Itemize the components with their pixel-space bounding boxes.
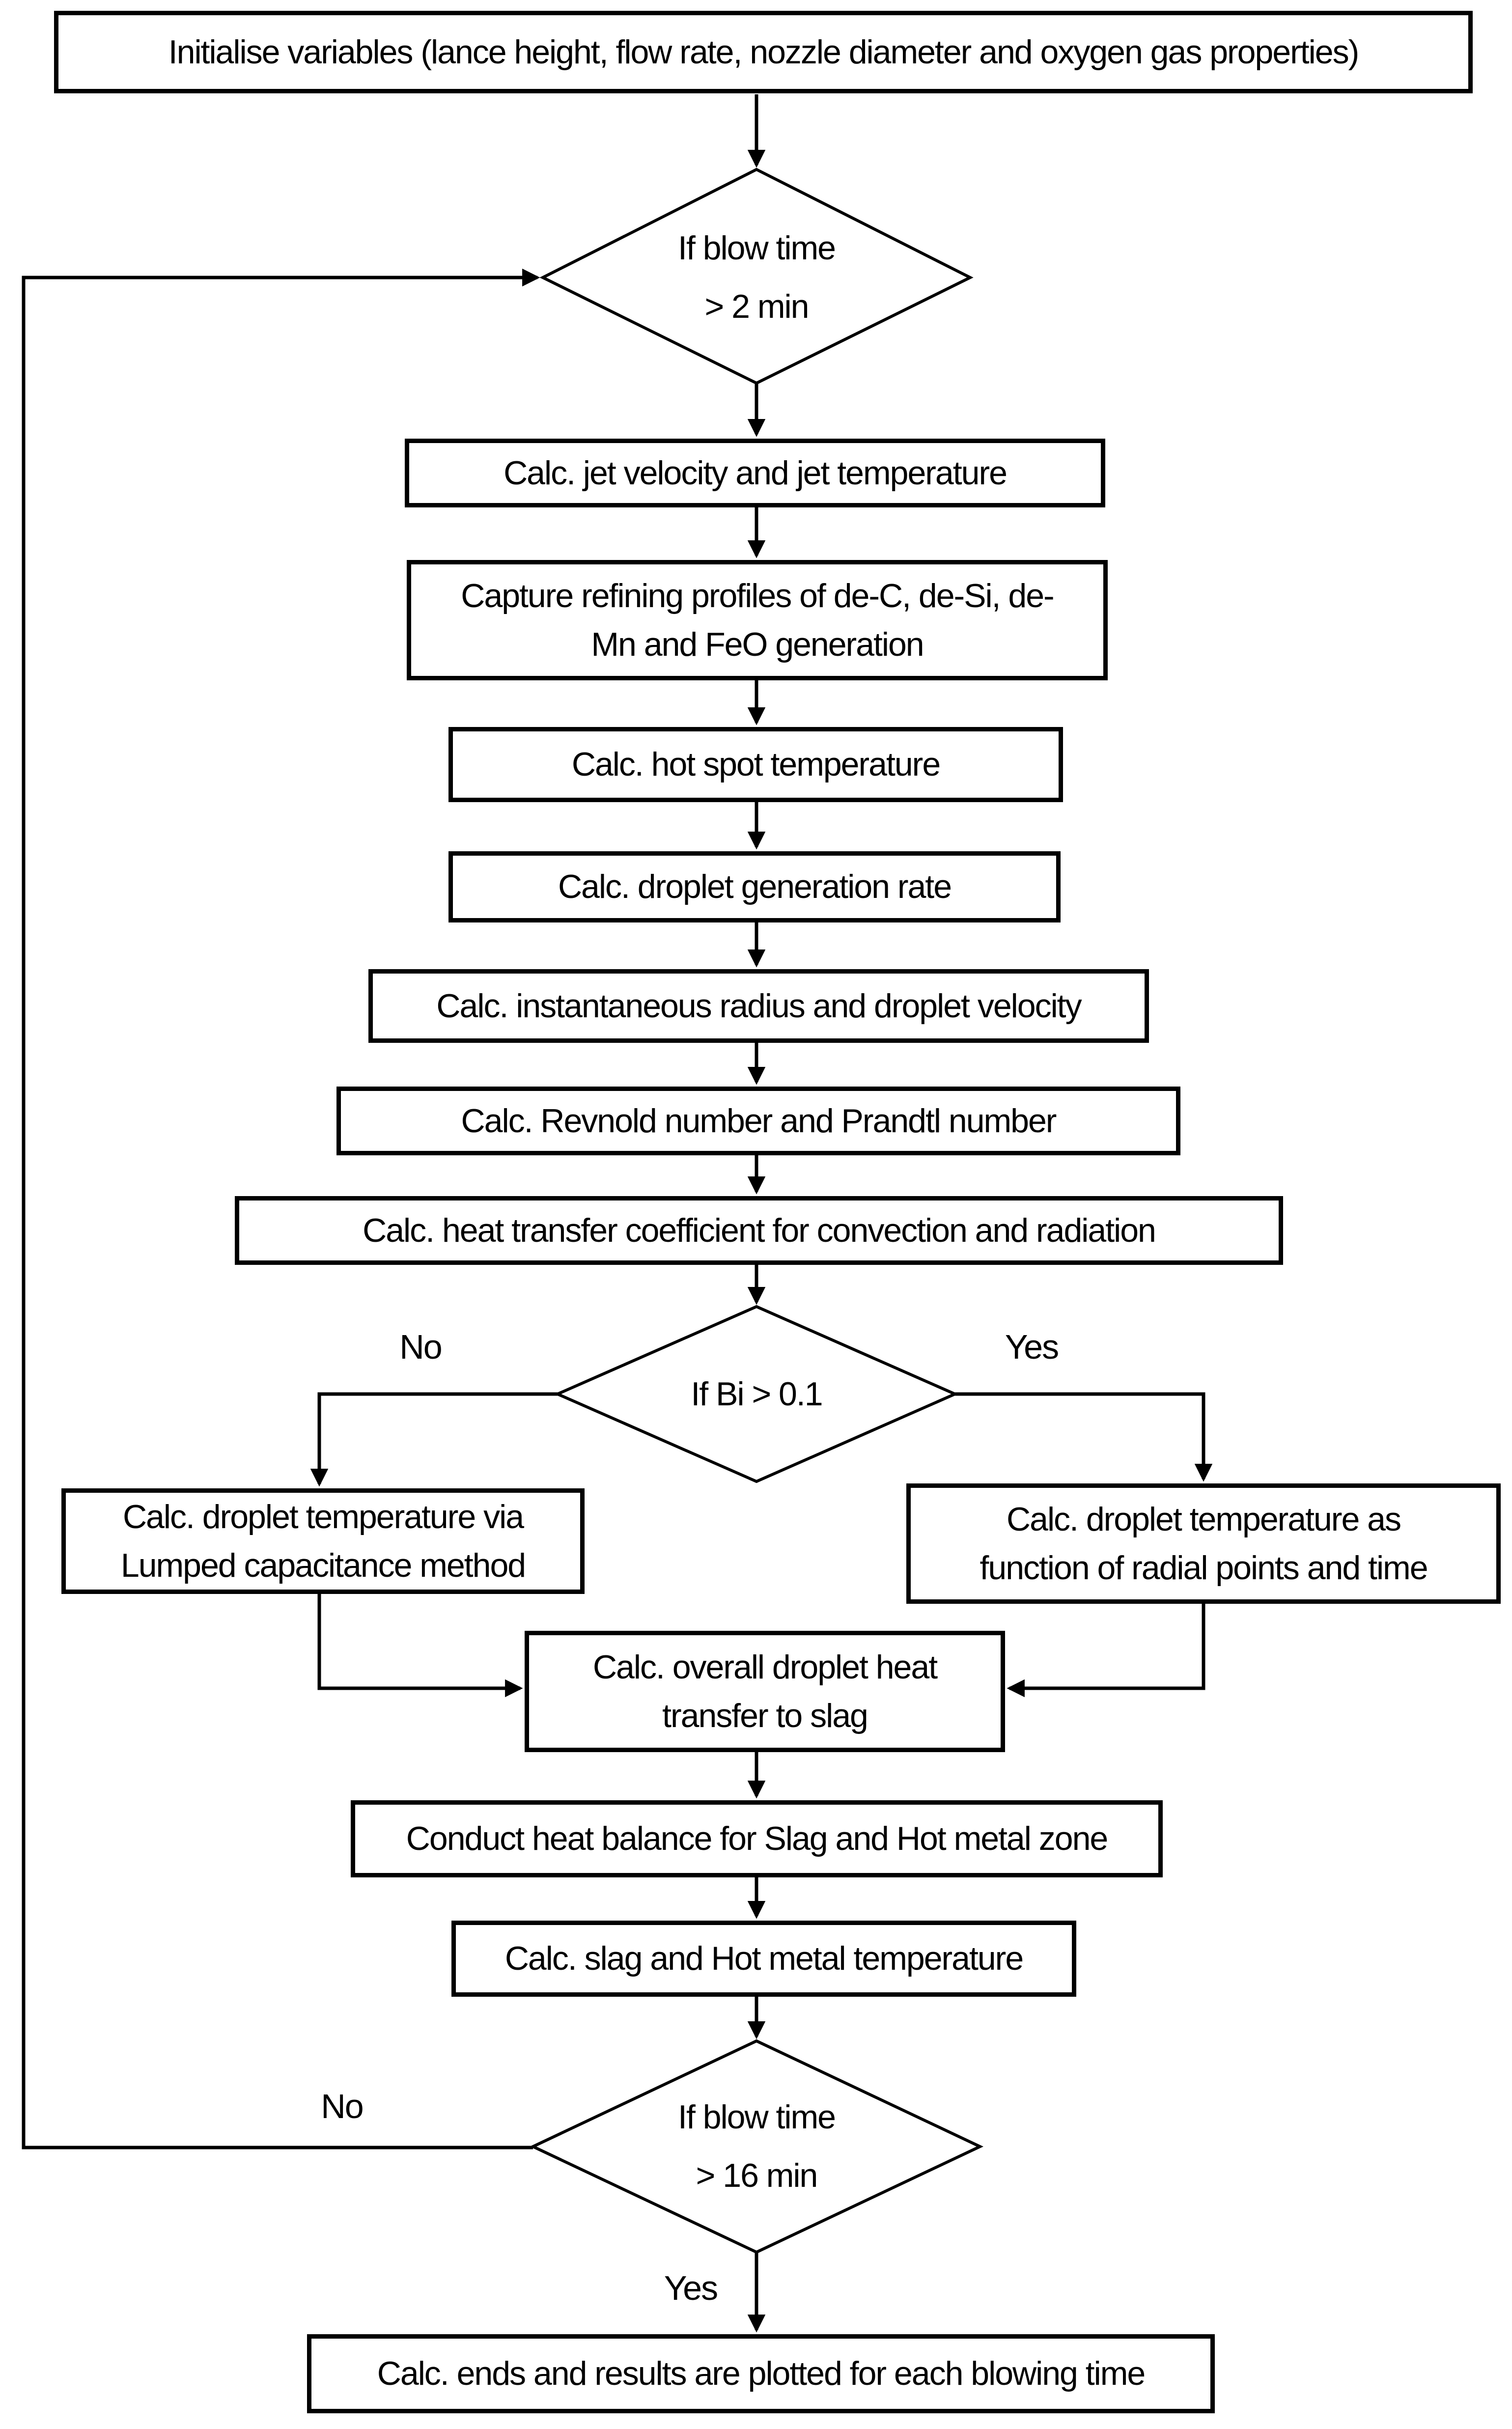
node-label: Capture refining profiles of de-C, de-Si… [461, 577, 1054, 614]
node-heat-transfer-coefficient: Calc. heat transfer coefficient for conv… [235, 1196, 1283, 1265]
node-overall-heat-transfer: Calc. overall droplet heat transfer to s… [525, 1631, 1005, 1752]
arrow-lumped-to-overall [317, 1594, 523, 1698]
branch-label-blow16-no: No [293, 2082, 391, 2131]
node-label: Calc. instantaneous radius and droplet v… [436, 987, 1082, 1025]
node-label: Calc. droplet temperature via [122, 1498, 524, 1536]
node-instantaneous-radius: Calc. instantaneous radius and droplet v… [368, 969, 1149, 1043]
branch-label-text: Yes [664, 2269, 718, 2307]
node-label: Lumped capacitance method [120, 1546, 526, 1584]
arrow-radial-to-overall [1007, 1604, 1205, 1698]
decision-blow-time-2-label: If blow time > 2 min [609, 206, 904, 349]
branch-label-text: Yes [1005, 1328, 1059, 1366]
node-label: Calc. slag and Hot metal temperature [504, 1940, 1024, 1978]
decision-label-line: If blow time [678, 229, 836, 267]
branch-label-text: No [399, 1328, 442, 1366]
node-jet-velocity: Calc. jet velocity and jet temperature [405, 439, 1105, 507]
decision-label-line: If blow time [678, 2098, 836, 2136]
node-label: Calc. ends and results are plotted for e… [377, 2355, 1146, 2393]
decision-biot-diamond [554, 1305, 959, 1483]
decision-label-line: > 2 min [704, 288, 810, 325]
branch-label-biot-yes: Yes [982, 1322, 1081, 1371]
node-slag-hot-metal-temperature: Calc. slag and Hot metal temperature [451, 1921, 1076, 1997]
node-label: Initialise variables (lance height, flow… [168, 33, 1360, 71]
branch-label-blow16-yes: Yes [642, 2263, 740, 2313]
arrow-biot-yes-branch [955, 1392, 1213, 1482]
arrow-decision16-no-feedback-loop [22, 268, 540, 2150]
arrow-biot-no-branch [310, 1392, 558, 1487]
decision-label-line: > 16 min [696, 2157, 818, 2194]
node-initialise-variables: Initialise variables (lance height, flow… [54, 11, 1473, 93]
node-reynold-prandtl: Calc. Revnold number and Prandtl number [336, 1087, 1180, 1155]
node-label: function of radial points and time [980, 1549, 1428, 1587]
node-heat-balance: Conduct heat balance for Slag and Hot me… [351, 1800, 1163, 1877]
node-label: Calc. hot spot temperature [571, 746, 941, 783]
node-label: Calc. droplet generation rate [558, 868, 952, 906]
node-label: transfer to slag [662, 1697, 868, 1734]
node-label: Calc. overall droplet heat [592, 1648, 938, 1686]
decision-label-line: If Bi > 0.1 [691, 1375, 823, 1413]
node-label: Mn and FeO generation [591, 625, 924, 663]
decision-blow-time-16-label: If blow time > 16 min [609, 2075, 904, 2218]
node-droplet-generation-rate: Calc. droplet generation rate [448, 851, 1061, 922]
branch-label-biot-no: No [371, 1322, 470, 1371]
node-label: Conduct heat balance for Slag and Hot me… [406, 1820, 1108, 1858]
node-end-results-plotted: Calc. ends and results are plotted for e… [307, 2334, 1215, 2413]
decision-blow-time-2-diamond [539, 168, 974, 385]
node-lumped-capacitance: Calc. droplet temperature via Lumped cap… [61, 1488, 585, 1594]
node-refining-profiles: Capture refining profiles of de-C, de-Si… [407, 560, 1108, 680]
node-hot-spot-temperature: Calc. hot spot temperature [448, 727, 1063, 802]
node-label: Calc. droplet temperature as [1007, 1500, 1401, 1538]
node-label: Calc. jet velocity and jet temperature [504, 454, 1008, 492]
node-radial-points: Calc. droplet temperature as function of… [906, 1483, 1501, 1604]
branch-label-text: No [321, 2087, 364, 2125]
node-label: Calc. Revnold number and Prandtl number [461, 1102, 1057, 1140]
decision-biot-label: If Bi > 0.1 [585, 1355, 928, 1433]
node-label: Calc. heat transfer coefficient for conv… [363, 1211, 1156, 1249]
